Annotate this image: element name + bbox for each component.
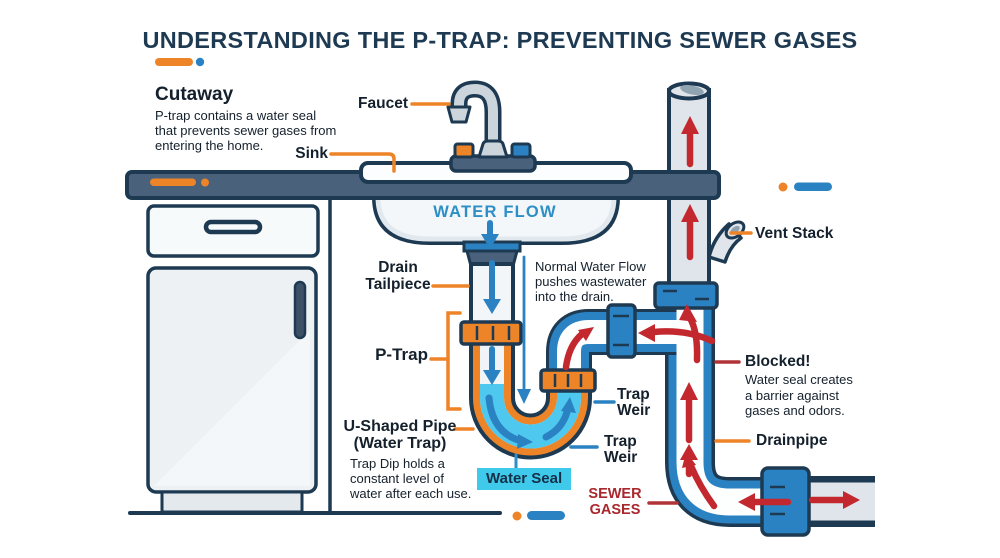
water-flow-label: WATER FLOW <box>433 203 557 221</box>
door-handle <box>293 280 307 340</box>
cutaway-description: P-trap contains a water seal that preven… <box>155 108 337 153</box>
drainpipe-label: Drainpipe <box>756 432 828 449</box>
blocked-description: Water seal creates a barrier against gas… <box>745 372 853 418</box>
elbow-gas-arrow <box>682 452 718 510</box>
vent-stack-label: Vent Stack <box>755 225 834 242</box>
cabinet <box>128 198 502 515</box>
leader-lines <box>329 102 753 505</box>
page-title: UNDERSTANDING THE P-TRAP: PREVENTING SEW… <box>142 27 858 53</box>
p-trap-label: P-Trap <box>375 345 428 364</box>
blocked-heading: Blocked! <box>745 353 811 370</box>
normal-flow-description: Normal Water Flow pushes wastewater into… <box>535 259 647 304</box>
drainpipe-gas-arrow-long <box>680 382 698 444</box>
title-underline-decoration <box>155 57 205 67</box>
faucet-label: Faucet <box>358 95 408 112</box>
drain-tailpiece-label: Drain Tailpiece <box>365 259 431 293</box>
p-trap-bracket <box>446 311 462 411</box>
drawer-handle <box>203 219 263 235</box>
sink-leader <box>329 152 396 173</box>
tailpiece-water-arrow <box>483 260 501 314</box>
water-seal-badge: Water Seal <box>477 468 572 490</box>
normal-flow-long-arrow <box>517 255 531 404</box>
sewer-flow-right-arrow <box>808 491 860 509</box>
sink-label: Sink <box>295 145 328 162</box>
vent-gas-arrow-mid <box>681 204 699 261</box>
trap-weir-upper-label: Trap Weir <box>617 386 651 419</box>
gas-deflected-arrow <box>562 327 594 371</box>
tailpiece-coupling <box>459 320 523 346</box>
trap-inlet-water-arrow <box>483 346 501 385</box>
trap-outlet-coupling <box>539 368 597 393</box>
trap-dip-description: Trap Dip holds a constant level of water… <box>350 456 472 501</box>
cutaway-heading: Cutaway <box>155 84 234 105</box>
cold-handle <box>510 142 532 159</box>
cabinet-plinth <box>160 490 304 514</box>
horizontal-pipe-coupling <box>606 303 637 359</box>
sink-water-arrow <box>481 220 499 249</box>
bottom-decoration <box>512 511 565 521</box>
vent-gas-arrow-top <box>681 116 699 168</box>
sewer-gas-left-arrow <box>738 493 792 511</box>
sewer-gases-label: SEWER GASES <box>588 486 642 518</box>
u-shaped-pipe-label: U-Shaped Pipe (Water Trap) <box>343 418 457 452</box>
hot-handle <box>453 142 475 159</box>
top-right-decoration <box>778 182 832 192</box>
gas-blocked-left-arrow <box>638 324 716 345</box>
vent-opening <box>680 84 704 96</box>
trap-rise-water-arrow <box>542 397 576 441</box>
faucet-column <box>477 139 509 159</box>
trap-weir-lower-label: Trap Weir <box>604 433 638 466</box>
water-flow-arrows <box>481 220 576 449</box>
faucet <box>446 80 537 173</box>
faucet-spout <box>446 105 472 124</box>
vent-junction-coupling <box>653 281 719 310</box>
u-bend-water-arrow <box>485 394 533 449</box>
sewer-gas-arrows <box>562 116 860 511</box>
